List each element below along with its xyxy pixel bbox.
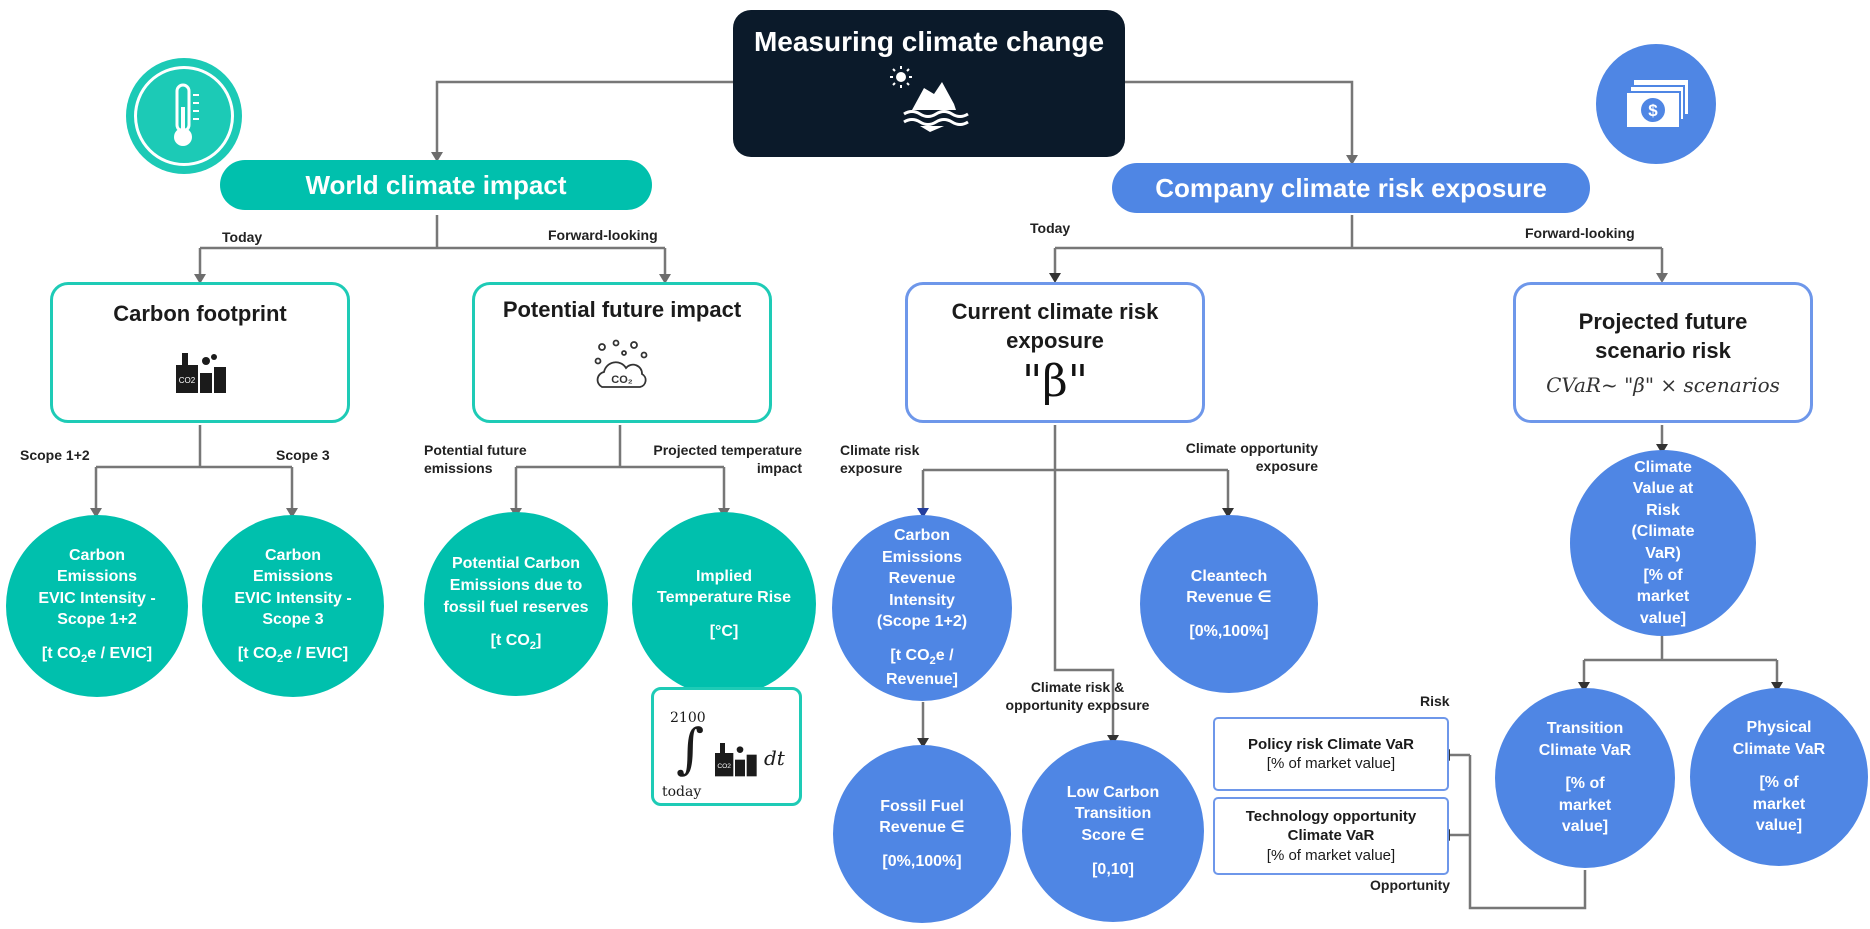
carbon-footprint-box: Carbon footprint CO2	[50, 282, 350, 423]
climate-var-circle: Climate Value at Risk (Climate VaR) [% o…	[1570, 450, 1756, 636]
world-climate-impact-title: World climate impact	[305, 169, 567, 200]
fossil-revenue-unit: [0%,100%]	[882, 852, 962, 870]
top-title: Measuring climate change	[753, 25, 1105, 57]
right-forward-label: Forward-looking	[1525, 225, 1635, 241]
line-footprint-split	[94, 425, 294, 510]
carbon-footprint-title: Carbon footprint	[113, 301, 287, 327]
policy-risk-unit: [% of market value]	[1266, 755, 1396, 772]
physical-var-unit: [% of market value]	[1752, 774, 1806, 835]
revenue-intensity-circle: Carbon Emissions Revenue Intensity (Scop…	[832, 515, 1012, 701]
potential-emissions-unit: [t CO2]	[490, 632, 542, 653]
future-emissions-label: Potential future emissions	[424, 442, 527, 477]
risk-label: Risk	[1420, 693, 1450, 709]
potential-emissions-circle: Potential Carbon Emissions due to fossil…	[424, 512, 608, 696]
temperature-impact-label: Projected temperature impact	[653, 442, 802, 477]
thermometer-badge	[126, 58, 242, 174]
line-company-split	[1053, 215, 1664, 275]
policy-risk-title: Policy risk Climate VaR	[1248, 735, 1414, 753]
factory-co2-icon: CO2	[176, 352, 226, 393]
low-carbon-score-name: Low Carbon Transition Score ∈	[1066, 783, 1160, 844]
physical-var-circle: Physical Climate VaR [% of market value]	[1690, 688, 1868, 866]
transition-var-unit: [% of market value]	[1558, 775, 1612, 836]
left-today-label: Today	[222, 229, 263, 245]
svg-text:CO2: CO2	[717, 763, 731, 770]
left-forward-label: Forward-looking	[548, 227, 658, 243]
thermometer-icon	[174, 83, 199, 146]
transition-var-name: Transition Climate VaR	[1538, 720, 1632, 759]
physical-var-name: Physical Climate VaR	[1732, 719, 1826, 758]
line-world-split	[198, 215, 667, 275]
climate-var-unit: [% of market value]	[1636, 566, 1690, 627]
policy-risk-box: Policy risk Climate VaR [% of market val…	[1213, 717, 1449, 791]
line-cvar-split	[1582, 630, 1779, 683]
potential-future-impact-box: Potential future impact CO₂	[472, 282, 772, 423]
integral-upper: 2100	[670, 710, 706, 726]
scope12-intensity-unit: [t CO2e / EVIC]	[41, 645, 153, 666]
line-current-lowcarbon	[1053, 470, 1115, 735]
scope3-intensity-circle: Carbon Emissions EVIC Intensity - Scope …	[202, 515, 384, 697]
low-carbon-score-unit: [0,10]	[1092, 860, 1134, 878]
transition-var-circle: Transition Climate VaR [% of market valu…	[1495, 688, 1675, 868]
climate-risk-exposure-label: Climate risk exposure	[840, 442, 920, 477]
fossil-revenue-name: Fossil Fuel Revenue ∈	[879, 797, 965, 837]
potential-future-impact-title: Potential future impact	[502, 297, 742, 323]
cleantech-unit: [0%,100%]	[1189, 622, 1269, 640]
scope3-intensity-name: Carbon Emissions EVIC Intensity - Scope …	[234, 546, 352, 629]
company-risk-title: Company climate risk exposure	[1155, 172, 1547, 203]
svg-text:CO₂: CO₂	[611, 374, 633, 386]
climate-var-name: Climate Value at Risk (Climate VaR)	[1631, 458, 1695, 562]
cleantech-name: Cleantech Revenue ∈	[1186, 567, 1272, 607]
line-top-right	[1125, 80, 1354, 155]
potential-emissions-name: Potential Carbon Emissions due to fossil…	[443, 555, 589, 616]
integral-box: 2100 ∫ today CO2 dt	[651, 687, 802, 806]
implied-temperature-name: Implied Temperature Rise	[657, 567, 791, 607]
scope3-label: Scope 3	[276, 447, 330, 463]
integral-dt: dt	[764, 746, 785, 770]
climate-opportunity-label: Climate opportunity exposure	[1185, 440, 1318, 475]
top-title-box: Measuring climate change	[733, 10, 1125, 157]
integral-lower: today	[662, 784, 702, 800]
scope12-intensity-name: Carbon Emissions EVIC Intensity - Scope …	[38, 546, 156, 629]
fossil-revenue-circle: Fossil Fuel Revenue ∈ [0%,100%]	[833, 745, 1011, 923]
svg-text:CO2: CO2	[179, 376, 196, 385]
scope12-label: Scope 1+2	[20, 447, 90, 463]
beta-symbol: "β"	[1022, 355, 1088, 407]
sun-iceberg-icon	[890, 65, 969, 132]
line-future-split	[514, 425, 726, 510]
tech-opportunity-box: Technology opportunity Climate VaR [% of…	[1213, 797, 1449, 875]
tech-opportunity-title: Technology opportunity Climate VaR	[1245, 807, 1417, 845]
line-top-left	[435, 80, 733, 152]
opportunity-label: Opportunity	[1370, 877, 1451, 893]
factory-co2-icon: CO2	[715, 743, 757, 777]
integral-sign: ∫	[676, 717, 705, 780]
money-icon: $	[1625, 80, 1688, 129]
current-climate-risk-box: Current climate risk exposure "β"	[905, 282, 1205, 423]
current-climate-risk-title: Current climate risk exposure	[951, 299, 1159, 353]
projected-scenario-title: Projected future scenario risk	[1578, 308, 1748, 363]
revenue-intensity-unit: [t CO2e / Revenue]	[885, 647, 959, 689]
risk-opportunity-label: Climate risk & opportunity exposure	[1005, 679, 1150, 714]
implied-temperature-unit: [°C]	[709, 622, 739, 640]
line-current-split	[921, 425, 1230, 510]
cleantech-circle: Cleantech Revenue ∈ [0%,100%]	[1140, 515, 1318, 693]
money-badge: $	[1596, 44, 1716, 164]
implied-temperature-circle: Implied Temperature Rise [°C]	[632, 512, 816, 696]
scope12-intensity-circle: Carbon Emissions EVIC Intensity - Scope …	[6, 515, 188, 697]
svg-text:$: $	[1648, 101, 1658, 120]
tech-opportunity-unit: [% of market value]	[1266, 846, 1396, 864]
world-climate-impact-pill: World climate impact	[220, 160, 652, 210]
line-transition-boxes	[1450, 753, 1587, 910]
cvar-formula: CVaR~ "β" × scenarios	[1546, 373, 1780, 398]
right-today-label: Today	[1030, 220, 1071, 236]
revenue-intensity-name: Carbon Emissions Revenue Intensity (Scop…	[876, 527, 968, 631]
scope3-intensity-unit: [t CO2e / EVIC]	[237, 645, 349, 666]
company-risk-pill: Company climate risk exposure	[1112, 163, 1590, 213]
co2-cloud-icon: CO₂	[594, 339, 648, 388]
low-carbon-score-circle: Low Carbon Transition Score ∈ [0,10]	[1022, 740, 1204, 922]
projected-scenario-box: Projected future scenario risk CVaR~ "β"…	[1513, 282, 1813, 423]
